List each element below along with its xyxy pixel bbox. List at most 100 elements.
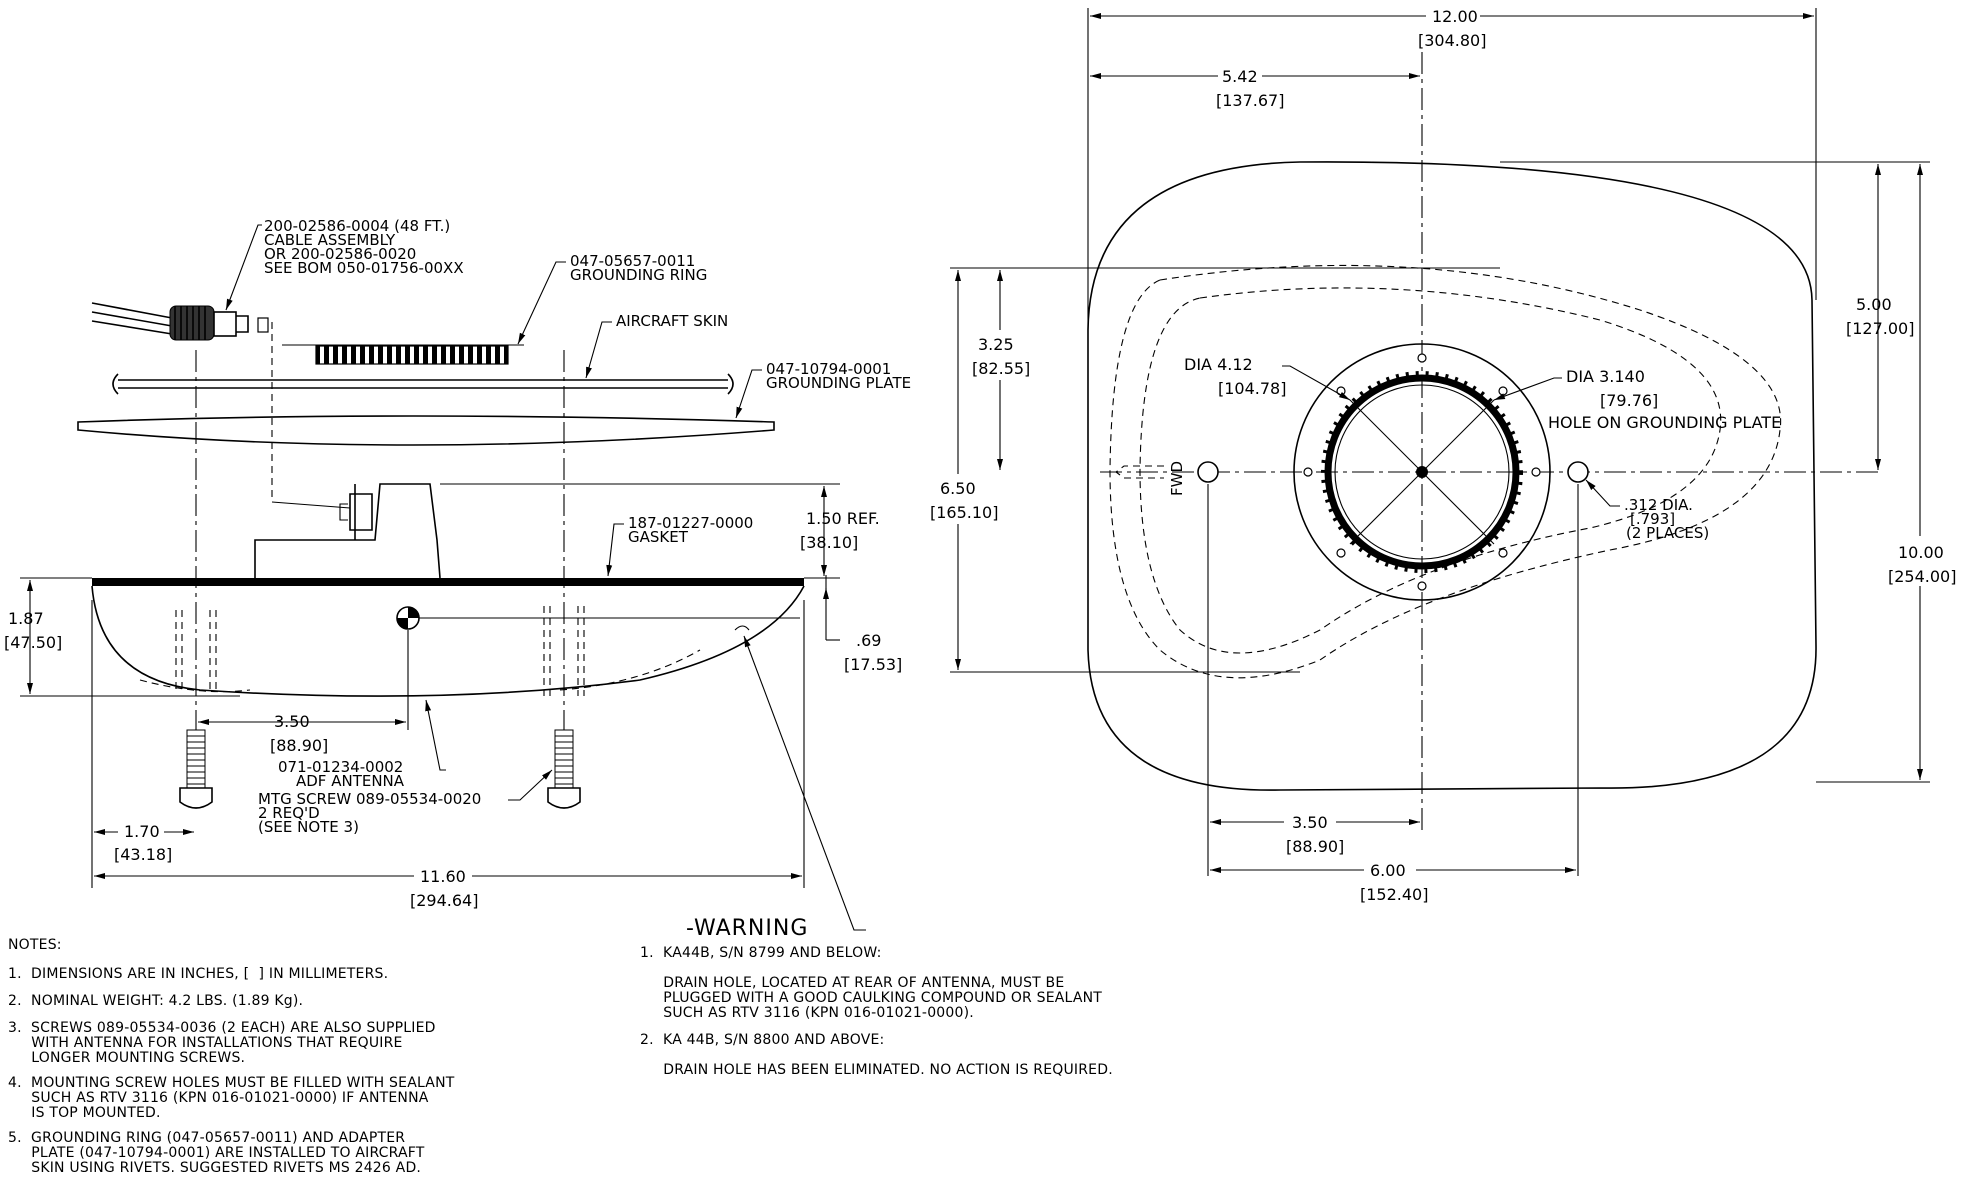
note-4-line2: SUCH AS RTV 3116 (KPN 016-01021-0000) IF…: [8, 1090, 429, 1106]
center-of-gravity-symbol: [396, 606, 420, 630]
note-3-line2: WITH ANTENNA FOR INSTALLATIONS THAT REQU…: [8, 1035, 403, 1051]
aircraft-skin-label: AIRCRAFT SKIN: [616, 312, 728, 330]
note-4: 4. MOUNTING SCREW HOLES MUST BE FILLED W…: [8, 1076, 568, 1121]
warning-block: 1. KA44B, S/N 8799 AND BELOW: DRAIN HOLE…: [640, 946, 1260, 1078]
antenna-label-line1: 071-01234-0002: [278, 758, 403, 776]
note-2: 2. NOMINAL WEIGHT: 4.2 LBS. (1.89 Kg).: [8, 994, 568, 1009]
cable-label-line3: OR 200-02586-0020: [264, 245, 416, 263]
dim-170-mm: [43.18]: [114, 845, 172, 864]
gasket: [92, 578, 804, 586]
note-2-line1: 2. NOMINAL WEIGHT: 4.2 LBS. (1.89 Kg).: [8, 993, 304, 1009]
note-3-line1: 3. SCREWS 089-05534-0036 (2 EACH) ARE AL…: [8, 1020, 436, 1036]
screw-label-line3: (SEE NOTE 3): [258, 818, 359, 836]
dim-350b-mm: [88.90]: [1286, 837, 1344, 856]
grounding-plate-label-line1: 047-10794-0001: [766, 360, 891, 378]
note-5-line3: SKIN USING RIVETS. SUGGESTED RIVETS MS 2…: [8, 1160, 422, 1176]
dim-170: 1.70: [124, 822, 160, 841]
mounting-hole-right: [1567, 461, 1589, 483]
note-5-line1: 5. GROUNDING RING (047-05657-0011) AND A…: [8, 1130, 406, 1146]
dim-width: 12.00: [1432, 7, 1478, 26]
note-5: 5. GROUNDING RING (047-05657-0011) AND A…: [8, 1131, 568, 1176]
warning-2-line2: [640, 1048, 1260, 1063]
warning-title: -WARNING: [686, 916, 809, 941]
warning-1-line1: 1. KA44B, S/N 8799 AND BELOW:: [640, 945, 882, 961]
dim-height-ref-mm: [38.10]: [800, 533, 858, 552]
dim-350: 3.50: [274, 712, 310, 731]
dia-412: DIA 4.12: [1184, 355, 1253, 374]
screw-label-line2: 2 REQ'D: [258, 804, 320, 822]
top-view: FWD 12.00 [304.80] 5.42 [137.67] 5.00 [1…: [930, 6, 1956, 904]
note-3: 3. SCREWS 089-05534-0036 (2 EACH) ARE AL…: [8, 1021, 568, 1066]
gasket-label-line1: 187-01227-0000: [628, 514, 753, 532]
dim-542: 5.42: [1222, 67, 1258, 86]
antenna-outline: [1087, 161, 1817, 791]
mounting-screw-left: [179, 729, 213, 809]
hole-dia-mm: [.793]: [1630, 510, 1675, 528]
note-3-line3: LONGER MOUNTING SCREWS.: [8, 1050, 246, 1066]
note-4-line3: IS TOP MOUNTED.: [8, 1105, 161, 1121]
dim-325-mm: [82.55]: [972, 359, 1030, 378]
warning-2: 2. KA 44B, S/N 8800 AND ABOVE: DRAIN HOL…: [640, 1033, 1260, 1078]
dim-1000: 10.00: [1898, 543, 1944, 562]
dia-412-mm: [104.78]: [1218, 379, 1286, 398]
dim-350b: 3.50: [1292, 813, 1328, 832]
dim-1160: 11.60: [420, 867, 466, 886]
antenna-body: [91, 585, 805, 697]
note-1: 1. DIMENSIONS ARE IN INCHES, [ ] IN MILL…: [8, 967, 568, 982]
warning-1: 1. KA44B, S/N 8799 AND BELOW: DRAIN HOLE…: [640, 946, 1260, 1021]
warning-1-line2: [640, 961, 1260, 976]
dim-650: 6.50: [940, 479, 976, 498]
grounding-ring: [315, 345, 509, 365]
warning-1-line5: SUCH AS RTV 3116 (KPN 016-01021-0000).: [640, 1005, 974, 1021]
cable-label-line4: SEE BOM 050-01756-00XX: [264, 259, 464, 277]
dim-069-mm: [17.53]: [844, 655, 902, 674]
notes-title: NOTES:: [8, 937, 62, 953]
dim-500: 5.00: [1856, 295, 1892, 314]
cable-label-line1: 200-02586-0004 (48 FT.): [264, 217, 450, 235]
warning-1-line3: DRAIN HOLE, LOCATED AT REAR OF ANTENNA, …: [640, 975, 1065, 991]
hole-label: HOLE ON GROUNDING PLATE: [1548, 413, 1781, 432]
antenna-label-line2: ADF ANTENNA: [296, 772, 405, 790]
mounting-hole-left: [1197, 461, 1219, 483]
note-5-line2: PLATE (047-10794-0001) ARE INSTALLED TO …: [8, 1145, 425, 1161]
grounding-ring-label-line2: GROUNDING RING: [570, 266, 707, 284]
fwd-label: FWD: [1168, 461, 1186, 496]
cable-assembly: [91, 302, 269, 341]
dia-3140-mm: [79.76]: [1600, 391, 1658, 410]
dim-600-mm: [152.40]: [1360, 885, 1428, 904]
warning-2-line3: DRAIN HOLE HAS BEEN ELIMINATED. NO ACTIO…: [640, 1062, 1113, 1078]
dim-325: 3.25: [978, 335, 1014, 354]
dim-total-height: 1.87: [8, 609, 44, 628]
dim-total-height-mm: [47.50]: [4, 633, 62, 652]
gasket-label-line2: GASKET: [628, 528, 689, 546]
grounding-plate: [77, 415, 775, 446]
grounding-ring-label-line1: 047-05657-0011: [570, 252, 695, 270]
mounting-screw-right: [547, 729, 581, 809]
dim-350-mm: [88.90]: [270, 736, 328, 755]
warning-2-line1: 2. KA 44B, S/N 8800 AND ABOVE:: [640, 1032, 885, 1048]
dim-height-ref: 1.50 REF.: [806, 509, 880, 528]
screw-label-line1: MTG SCREW 089-05534-0020: [258, 790, 481, 808]
hole-dia: .312 DIA.: [1624, 496, 1693, 514]
cable-label-line2: CABLE ASSEMBLY: [264, 231, 396, 249]
grounding-plate-label-line2: GROUNDING PLATE: [766, 374, 911, 392]
notes-block: NOTES: 1. DIMENSIONS ARE IN INCHES, [ ] …: [8, 938, 568, 1176]
dim-1160-mm: [294.64]: [410, 891, 478, 910]
forward-arrow-icon: [1115, 465, 1164, 479]
dim-500-mm: [127.00]: [1846, 319, 1914, 338]
antenna-flange: [1293, 343, 1551, 601]
dim-650-mm: [165.10]: [930, 503, 998, 522]
dim-1000-mm: [254.00]: [1888, 567, 1956, 586]
dia-3140: DIA 3.140: [1566, 367, 1645, 386]
note-4-line1: 4. MOUNTING SCREW HOLES MUST BE FILLED W…: [8, 1075, 455, 1091]
hole-places: (2 PLACES): [1626, 524, 1709, 542]
dim-069: .69: [856, 631, 881, 650]
dim-542-mm: [137.67]: [1216, 91, 1284, 110]
antenna-housing: [254, 483, 441, 579]
dim-600: 6.00: [1370, 861, 1406, 880]
warning-1-line4: PLUGGED WITH A GOOD CAULKING COMPOUND OR…: [640, 990, 1103, 1006]
note-1-line1: 1. DIMENSIONS ARE IN INCHES, [ ] IN MILL…: [8, 966, 389, 982]
aircraft-skin: [112, 373, 734, 395]
side-view: 200-02586-0004 (48 FT.) CABLE ASSEMBLY O…: [4, 217, 911, 931]
